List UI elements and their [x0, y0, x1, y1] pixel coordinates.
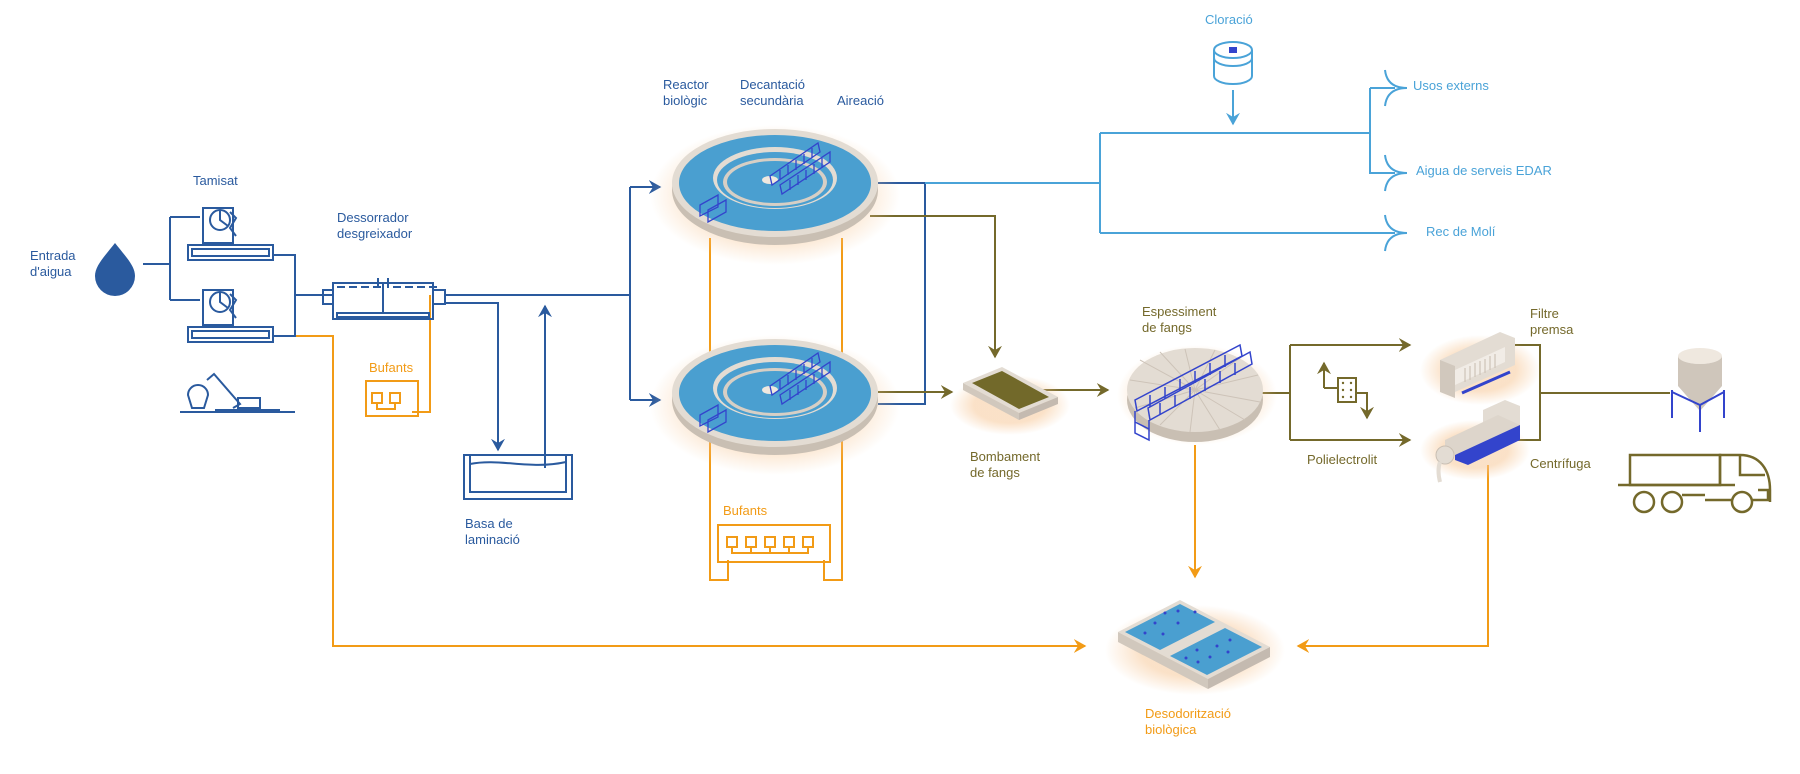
thickener-icon	[1117, 343, 1277, 445]
sludge-pump-icon	[950, 367, 1070, 435]
label-rec-moli: Rec de Molí	[1426, 224, 1496, 239]
label-bufants-1: Bufants	[369, 360, 414, 375]
label-entrada: Entrada d'aigua	[30, 248, 76, 279]
label-filtre: Filtre premsa	[1530, 306, 1574, 337]
centrifuge-icon	[1420, 400, 1530, 483]
water-drop-icon	[95, 243, 135, 296]
label-aireacio: Aireació	[837, 93, 884, 108]
filter-press-icon	[1420, 332, 1540, 405]
air-lines	[295, 238, 1489, 653]
blower-icon	[717, 524, 831, 563]
blower-icon	[365, 380, 419, 417]
chlorination-tank-icon	[1213, 41, 1253, 85]
label-bombament: Bombament de fangs	[970, 449, 1041, 480]
biofilter-icon	[1105, 600, 1285, 695]
silo-icon	[1671, 348, 1725, 432]
label-usos-externs: Usos externs	[1413, 78, 1489, 93]
clarifier-icon	[650, 335, 900, 475]
label-bufants-2: Bufants	[723, 503, 768, 518]
label-aigua-serveis: Aigua de serveis EDAR	[1416, 163, 1552, 178]
label-tamisat: Tamisat	[193, 173, 238, 188]
label-polielectrolit: Polielectrolit	[1307, 452, 1378, 467]
label-espessiment: Espessiment de fangs	[1142, 304, 1217, 335]
label-decantacio: Decantació secundària	[740, 77, 806, 108]
label-cloracio: Cloració	[1205, 12, 1253, 27]
lamination-basin-icon	[463, 454, 573, 500]
label-basa: Basa de laminació	[465, 516, 520, 547]
clarifier-icon	[650, 125, 900, 265]
polyelectrolyte-icon	[1317, 361, 1374, 420]
air-line-to-biofilter	[295, 335, 1087, 653]
label-dessorrador: Dessorrador desgreixador	[337, 210, 413, 241]
grit-chamber-icon	[322, 278, 446, 320]
water-lines-dark	[143, 180, 926, 468]
screen-icon	[187, 207, 274, 343]
air-line-centrifuge	[1296, 465, 1489, 653]
conveyor-icon	[180, 372, 295, 413]
label-desodoritzacio: Desodorització biològica	[1145, 706, 1231, 737]
water-lines-light	[925, 69, 1408, 252]
label-reactor: Reactor biològic	[663, 77, 709, 108]
truck-icon	[1618, 453, 1772, 514]
label-centrifuga: Centrífuga	[1530, 456, 1591, 471]
